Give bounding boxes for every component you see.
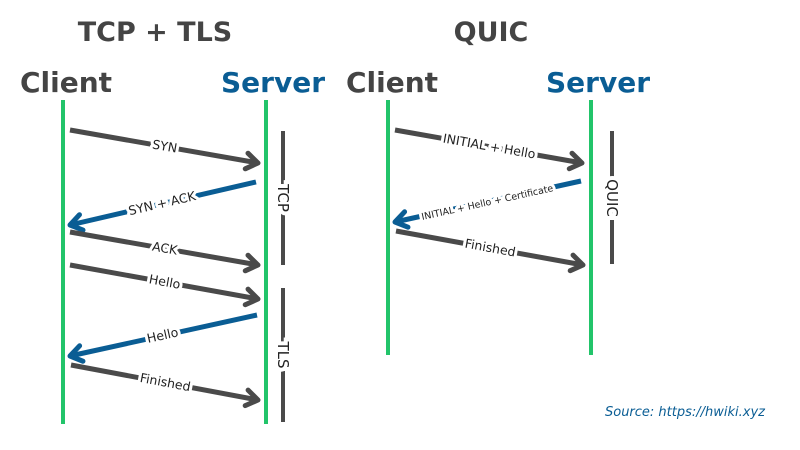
message-label: ACK <box>151 238 179 257</box>
tcp-server-label: Server <box>221 66 325 99</box>
quic-server-label: Server <box>546 66 650 99</box>
arrow-shaft <box>69 127 259 166</box>
arrow-shaft <box>69 312 258 359</box>
message-label: SYN <box>151 137 178 156</box>
message-label: SYN + ACK <box>127 188 198 218</box>
arrow-shaft <box>395 228 584 268</box>
arrow-shaft <box>69 229 259 268</box>
server-to-client-message-arrow: INITIAL + Hello + Certificate <box>392 178 582 230</box>
client-to-server-message-arrow: Finished <box>395 228 586 274</box>
message-label: Finished <box>139 370 192 394</box>
arrowhead-icon <box>567 252 586 274</box>
server-to-client-message-arrow: Hello <box>67 312 258 364</box>
client-to-server-message-arrow: SYN <box>69 127 261 172</box>
message-label: Hello <box>145 324 179 345</box>
tcp-tls-title: TCP + TLS <box>78 17 233 48</box>
arrowhead-icon <box>566 150 585 172</box>
arrow-shaft <box>69 262 259 302</box>
client-to-server-message-arrow: ACK <box>69 229 261 274</box>
arrow-shaft <box>70 362 259 403</box>
arrowhead-icon <box>67 343 86 364</box>
arrowhead-icon <box>242 387 261 409</box>
client-to-server-message-arrow: Hello <box>69 262 261 308</box>
quic-title: QUIC <box>454 17 529 48</box>
message-label: INITIAL + Hello <box>442 131 537 162</box>
arrow-shaft <box>394 178 582 225</box>
arrow-shaft <box>69 179 257 228</box>
client-to-server-message-arrow: Finished <box>70 362 261 409</box>
message-label: Finished <box>464 236 517 260</box>
arrowhead-icon <box>242 286 261 308</box>
tls-phase-label: TLS <box>274 340 292 368</box>
server-to-client-message-arrow: SYN + ACK <box>67 179 257 233</box>
tcp-client-label: Client <box>20 66 112 99</box>
source-credit: Source: https://hwiki.xyz <box>605 405 766 420</box>
arrowhead-icon <box>392 209 411 230</box>
arrowhead-icon <box>67 212 86 233</box>
arrowhead-icon <box>242 252 261 274</box>
arrowhead-icon <box>242 150 261 172</box>
tcp-phase-label: TCP <box>274 183 292 212</box>
quic-phase-label: QUIC <box>603 179 621 217</box>
quic-client-label: Client <box>346 66 438 99</box>
client-to-server-message-arrow: INITIAL + Hello <box>394 127 585 172</box>
message-label: INITIAL + Hello + Certificate <box>421 183 555 223</box>
arrow-shaft <box>394 127 583 166</box>
message-label: Hello <box>148 271 182 291</box>
